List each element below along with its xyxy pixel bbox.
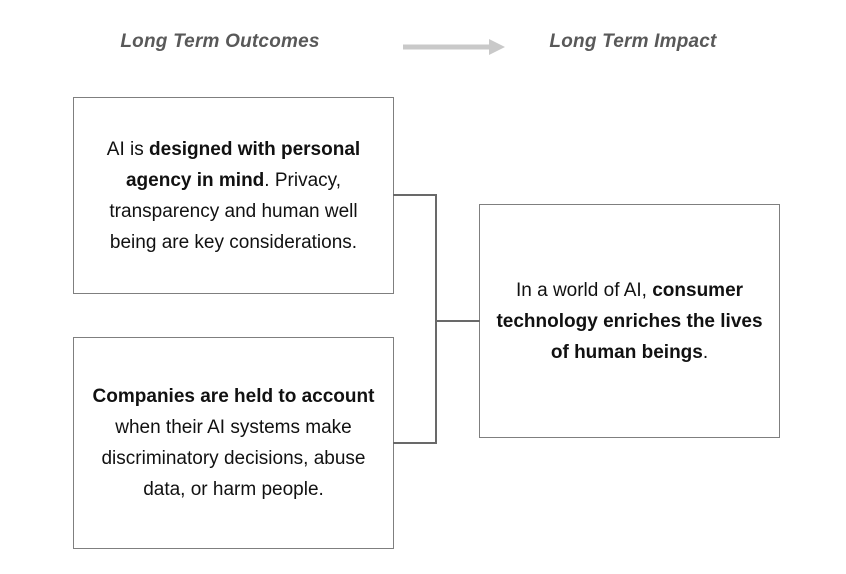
arrow-right-icon — [403, 39, 505, 55]
connector-outcome2-to-spine — [393, 442, 437, 444]
outcome-box-companies-accountability-text: Companies are held to account when their… — [92, 386, 375, 500]
connector-outcome1-to-spine — [393, 194, 437, 196]
impact-box-consumer-technology-text: In a world of AI, consumer technology en… — [496, 279, 763, 363]
impact-box-consumer-technology: In a world of AI, consumer technology en… — [479, 204, 780, 438]
long-term-outcomes-label: Long Term Outcomes — [120, 31, 320, 52]
connector-spine-vertical — [435, 194, 437, 444]
connector-spine-to-impact — [435, 320, 480, 322]
outcome-box-companies-accountability: Companies are held to account when their… — [73, 337, 394, 549]
arrow-head — [489, 39, 505, 55]
outcome-box-ai-personal-agency-text: AI is designed with personal agency in m… — [106, 138, 361, 253]
outcome-box-ai-personal-agency: AI is designed with personal agency in m… — [73, 97, 394, 294]
arrow-shaft — [403, 44, 491, 50]
long-term-impact-label: Long Term Impact — [549, 31, 717, 52]
